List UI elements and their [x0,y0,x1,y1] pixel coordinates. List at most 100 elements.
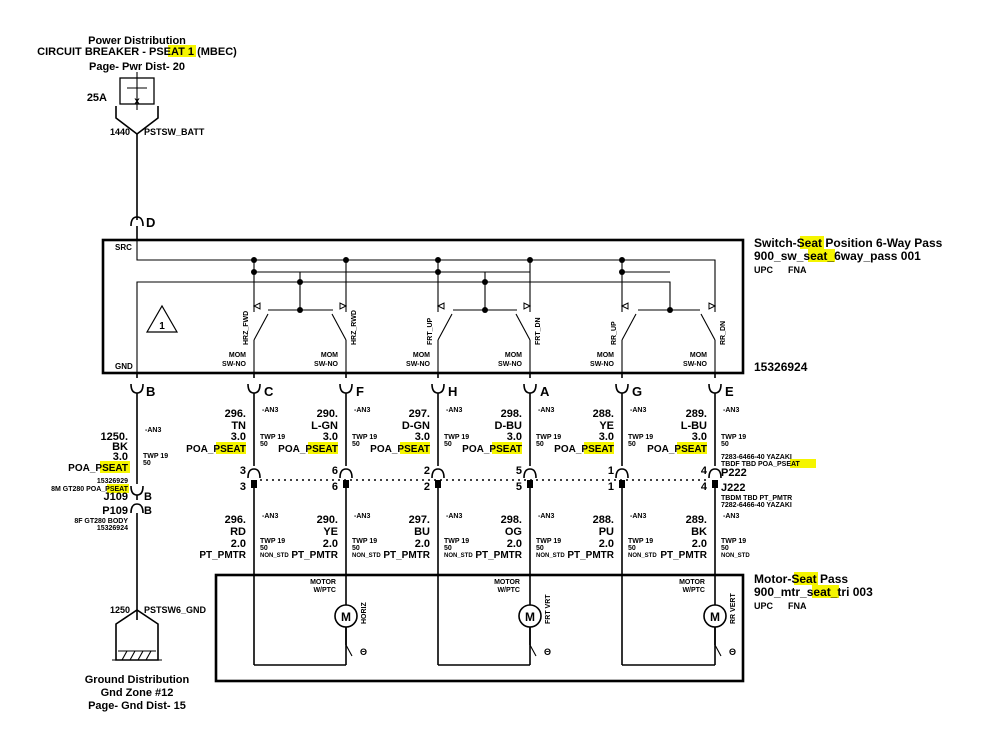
power-circuit-number: 1440 [110,127,130,137]
motor-m-glyph: M [710,610,720,624]
switch-pin-h: H [448,384,457,399]
twp-label-2: 50 [536,441,544,448]
switch-title-highlight [800,236,824,249]
wire-color-bottom: BK [691,526,707,538]
sw-no-label: SW-NO [406,361,431,368]
switch-subtitle: 900_sw_seat_6way_pass 001 [754,249,921,263]
j222-pin: 2 [424,481,430,493]
switch-label-1: HRZ_FWD [243,311,250,345]
motor-title: Motor-Seat Pass [754,572,848,586]
motor-upc: UPC [754,601,774,611]
p109-ref: P109 [102,505,128,517]
switch-pin-e: E [725,384,734,399]
motor-box [214,573,745,683]
j222-pin: 4 [701,481,708,493]
pt-pmtr-label: PT_PMTR [383,550,430,561]
circuit-an3-bottom: -AN3 [723,513,739,520]
switch-internal-wiring [136,240,716,373]
wire-gauge-top: 3.0 [599,431,614,443]
ground-poa-label: POA_PSEAT [68,463,128,474]
circuit-an3-bottom: -AN3 [262,513,278,520]
circuit-number-bottom: 298. [501,514,522,526]
circuit-number-top: 296. [225,408,246,420]
twp-label-2: 50 [628,441,636,448]
mom-label: MOM [413,352,430,359]
sw-no-label: SW-NO [222,361,247,368]
j109-part-number: 15326929 [97,478,128,485]
twp-label-bottom-2: 50 [260,545,268,552]
wire-color-top: L-BU [681,420,707,432]
poa-pseat-label: POA_PSEAT [186,444,246,455]
circuit-number-top: 288. [593,408,614,420]
wire-color-top: D-GN [402,420,430,432]
motor-name: RR VERT [730,593,737,624]
ground-wire-color: BK [112,441,128,453]
j109-description: 8M GT280 POA_PSEAT [51,486,129,493]
twp-label-bottom: TWP 19 [628,538,653,545]
wire-color-top: TN [231,420,246,432]
ground-an3: -AN3 [145,427,161,434]
twp-label-2: 50 [260,441,268,448]
non-std-label: NON_STD [352,553,381,559]
circuit-an3: -AN3 [446,407,462,414]
power-circuit-name: PSTSW_BATT [144,127,205,137]
poa-pseat-label: POA_PSEAT [647,444,707,455]
twp-label-bottom-2: 50 [352,545,360,552]
motor-name: FRT VRT [545,594,552,624]
twp-label: TWP 19 [444,434,469,441]
j222-ref: J222 [721,482,745,494]
j222-pin: 3 [240,481,246,493]
circuit-number-bottom: 289. [686,514,707,526]
power-distribution-header: Power Distribution CIRCUIT BREAKER - PSE… [37,35,237,73]
switch-fna: FNA [788,265,807,275]
motor-subtitle: 900_mtr_seat_tri 003 [754,585,873,599]
circuit-an3-bottom: -AN3 [354,513,370,520]
motor-title-block: Motor-Seat Pass 900_mtr_seat_tri 003 UPC… [754,572,873,611]
mom-label: MOM [321,352,338,359]
switch-title-block: Switch-Seat Position 6-Way Pass 900_sw_s… [754,236,943,374]
ptc-icon: Θ [544,647,551,657]
ground-circuit-number: 1250. [100,431,128,443]
twp-label-2: 50 [721,441,729,448]
ground-page-ref: Page- Gnd Dist- 15 [88,700,186,712]
sw-no-label: SW-NO [683,361,708,368]
ground-zone: Gnd Zone #12 [101,687,174,699]
circuit-number-top: 290. [317,408,338,420]
wire-gauge-bottom: 2.0 [231,538,246,550]
p222-line1: 7283-6466-40 YAZAKI [721,454,792,461]
breaker-amps: 25A [87,92,107,104]
switch-label-5: RR_UP [611,321,618,345]
non-std-label: NON_STD [721,553,750,559]
switch-label-6: RR_DN [720,321,727,345]
sw-no-label: SW-NO [314,361,339,368]
ground-circuit-bottom: 1250 [110,605,130,615]
switch-part-number: 15326924 [754,360,808,374]
circuit-number-bottom: 297. [409,514,430,526]
p222-pin: 1 [608,465,614,477]
circuit-number-bottom: 296. [225,514,246,526]
twp-label: TWP 19 [721,434,746,441]
p222-ref: P222 [721,467,747,479]
mom-label: MOM [505,352,522,359]
motor-label: MOTOR [310,579,336,586]
ground-wire-gauge: 3.0 [113,451,128,463]
motor-ptc-label: W/PTC [682,587,705,594]
gnd-label: GND [115,362,133,371]
breaker-highlight [168,45,196,57]
wire-gauge-top: 3.0 [692,431,707,443]
ground-branch: B -AN3 1250. BK 3.0 TWP 19 50 POA_PSEAT … [51,373,207,620]
ground-twp-2: 50 [143,460,151,467]
wire-gauge-bottom: 2.0 [599,538,614,550]
sw-no-label: SW-NO [498,361,523,368]
